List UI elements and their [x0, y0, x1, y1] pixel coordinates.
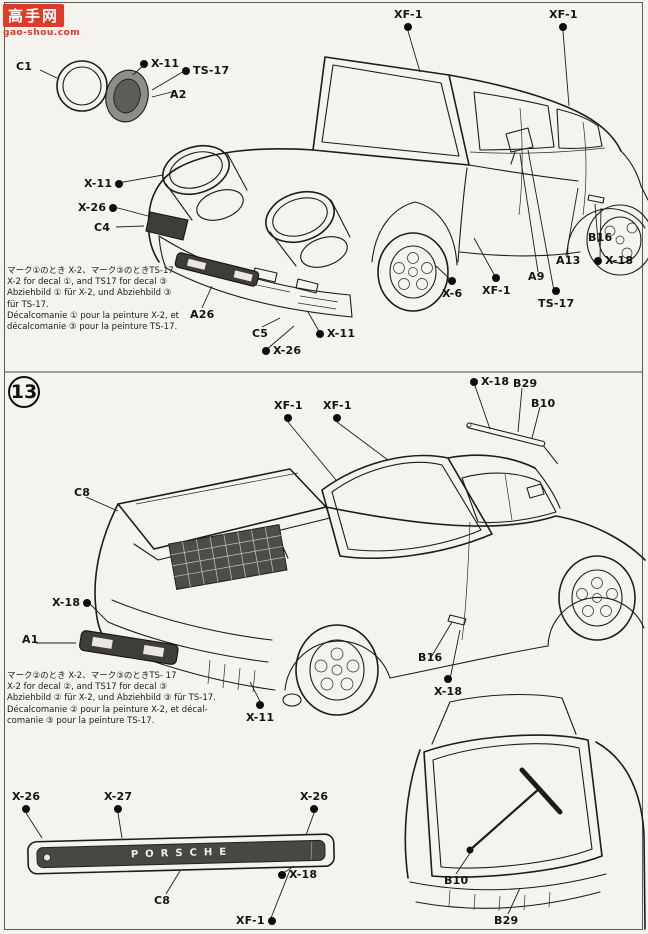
- paint-dot-icon: [448, 277, 457, 285]
- callout-ts17-headlight: TS-17: [182, 64, 229, 77]
- paint-dot-icon: [278, 870, 286, 879]
- paint-dot-icon: [333, 414, 342, 422]
- note-line: Décalcomanie ② pour la peinture X-2, et …: [7, 704, 208, 715]
- callout-xf1-roof: XF-1: [323, 399, 352, 422]
- paint-dot-icon: [284, 414, 293, 422]
- callout-x18-wiper: X-18: [470, 375, 509, 388]
- callout-x11-bumper: X-11: [316, 327, 355, 340]
- paint-dot-icon: [310, 805, 319, 813]
- callout-x18-lightbar: X-18: [278, 868, 317, 881]
- watermark-logo: 高手网 gao-shou.com: [3, 4, 80, 38]
- rear-car-drawing: [79, 422, 646, 716]
- callout-x26-lightbar-left: X-26: [12, 790, 40, 813]
- callout-x18-handle: X-18: [594, 254, 633, 267]
- callout-a13: A13: [556, 254, 581, 267]
- callout-b16-handle: B16: [588, 231, 613, 244]
- note-line: X-2 for decal ②, and TS17 for decal ③: [7, 682, 167, 693]
- note-line: für TS-17.: [7, 299, 49, 310]
- callout-x26-duct: X-26: [78, 201, 118, 214]
- paint-dot-icon: [140, 59, 148, 68]
- paint-dot-icon: [262, 346, 270, 355]
- callout-b29-wiper-arm: B29: [513, 377, 538, 390]
- paint-dot-icon: [83, 598, 92, 607]
- callout-xf1-body: XF-1: [482, 274, 511, 297]
- paint-dot-icon: [115, 179, 124, 188]
- paint-dot-icon: [559, 23, 568, 31]
- decal-note-step12: マーク①のとき X-2、マーク③のときTS-17 X-2 for decal ①…: [7, 266, 179, 333]
- rear-window-drawing: [404, 693, 646, 930]
- callout-a26: A26: [190, 308, 215, 321]
- step-13-badge: 13: [8, 376, 40, 408]
- watermark-title: 高手网: [3, 4, 65, 27]
- callout-x18-bumper: X-18: [52, 596, 92, 609]
- callout-x26-lightbar-right: X-26: [300, 790, 328, 813]
- paint-dot-icon: [256, 701, 265, 709]
- paint-dot-icon: [22, 805, 31, 813]
- paint-dot-icon: [109, 203, 118, 212]
- note-line: X-2 for decal ①, and TS17 for decal ③: [7, 277, 167, 288]
- note-line: Abziehbild ② für X-2, und Abziehbild ③ f…: [7, 693, 216, 704]
- note-line: マーク①のとき X-2、マーク③のときTS-17: [7, 266, 174, 276]
- callout-xf1-windshield: XF-1: [394, 8, 423, 31]
- rear-wiper-part-drawing: [466, 422, 558, 464]
- callout-b29-rear-wiper: B29: [494, 914, 519, 927]
- callout-b10-wiper-blade: B10: [531, 397, 556, 410]
- note-line: マーク②のとき X-2、マーク③のときTS- 17: [7, 671, 177, 681]
- callout-x11-headlight: X-11: [140, 57, 179, 70]
- note-line: décalcomanie ③ pour la peinture TS-17.: [7, 322, 178, 333]
- callout-c8-wing: C8: [74, 486, 91, 499]
- headlight-parts-drawing: [56, 60, 149, 123]
- page-border: [4, 2, 643, 930]
- paint-dot-icon: [114, 805, 123, 813]
- callout-c5: C5: [252, 327, 269, 340]
- callout-x11-duct: X-11: [84, 177, 124, 190]
- callout-x6: X-6: [442, 277, 462, 300]
- callout-b10-rear-wiper: B10: [444, 874, 469, 887]
- note-line: Abziehbild ① für X-2, und Abziehbild ③: [7, 288, 172, 299]
- callout-c4: C4: [94, 221, 111, 234]
- note-line: Décalcomanie ① pour la peinture X-2, et: [7, 310, 180, 321]
- paint-dot-icon: [316, 329, 324, 338]
- callout-xf1-rear-window: XF-1: [274, 399, 303, 422]
- paint-dot-icon: [182, 66, 190, 75]
- tail-light-bar-drawing: [27, 833, 335, 875]
- callout-x11-valance: X-11: [246, 701, 274, 724]
- decal-note-step13: マーク②のとき X-2、マーク③のときTS- 17 X-2 for decal …: [7, 671, 216, 727]
- callout-a9: A9: [528, 270, 545, 283]
- callout-c1: C1: [16, 60, 33, 73]
- front-car-drawing: [145, 56, 648, 318]
- callout-b16-handle-rear: B16: [418, 651, 443, 664]
- body-stripe-part-drawing: [79, 630, 179, 665]
- callout-c8-lightbar: C8: [154, 894, 171, 907]
- note-line: comanie ③ pour la peinture TS-17.: [7, 715, 155, 726]
- paint-dot-icon: [552, 287, 561, 295]
- callout-a1: A1: [22, 633, 39, 646]
- callout-xf1-lightbar: XF-1: [236, 914, 276, 927]
- callout-a2: A2: [170, 88, 187, 101]
- paint-dot-icon: [470, 377, 478, 386]
- paint-dot-icon: [444, 675, 453, 683]
- paint-dot-icon: [594, 256, 602, 265]
- paint-dot-icon: [267, 916, 276, 925]
- callout-ts17-mirror: TS-17: [538, 287, 574, 310]
- paint-dot-icon: [404, 23, 413, 31]
- callout-x26-bumper: X-26: [262, 344, 301, 357]
- callout-x27-lightbar: X-27: [104, 790, 132, 813]
- watermark-site: gao-shou.com: [3, 28, 81, 38]
- paint-dot-icon: [492, 274, 501, 282]
- callout-x18-handle-rear: X-18: [434, 675, 462, 698]
- callout-xf1-quarter: XF-1: [549, 8, 578, 31]
